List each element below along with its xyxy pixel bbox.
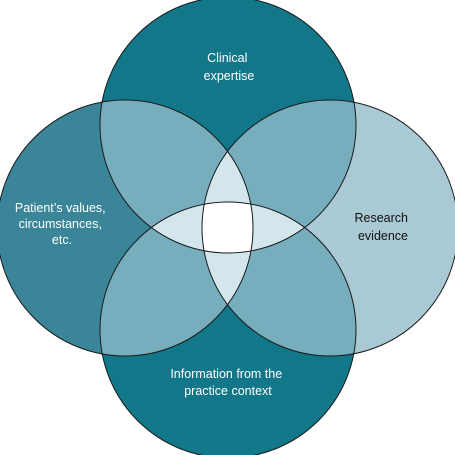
label-clinical-expertise: Clinical expertise [204, 51, 255, 83]
label-research-evidence: Research evidence [355, 211, 412, 243]
label-patient-values: Patient’s values, circumstances, etc. [15, 201, 109, 247]
label-practice-context: Information from the practice context [170, 367, 285, 398]
